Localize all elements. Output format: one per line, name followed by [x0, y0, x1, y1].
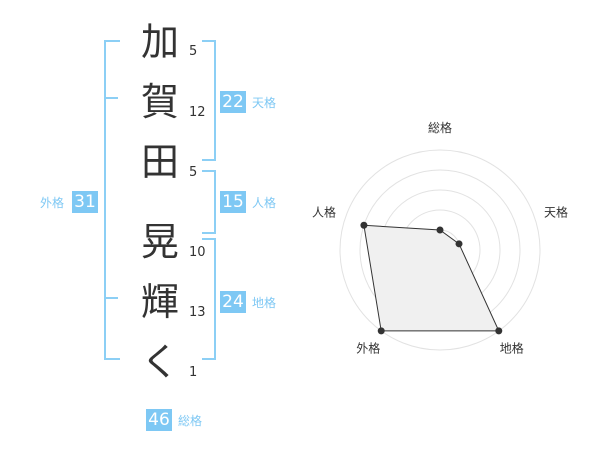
stroke-count-1: 5 [189, 44, 198, 59]
radar-point [495, 327, 503, 335]
radar-axis-label: 総格 [428, 120, 452, 135]
gaikaku-bracket [104, 40, 120, 360]
radar-point [455, 240, 463, 248]
name-char-6: く [140, 340, 179, 384]
chikaku-label: 地格 [252, 296, 277, 310]
gaikaku-badge: 31 [72, 191, 98, 213]
soukaku-badge: 46 [146, 409, 172, 431]
stroke-count-2: 12 [189, 105, 206, 120]
name-char-5: 輝 [140, 280, 179, 324]
radar-point [436, 226, 444, 234]
name-char-1: 加 [140, 20, 179, 64]
chikaku-badge: 24 [220, 291, 246, 313]
radar-ring [339, 149, 541, 351]
radar-series-area [363, 224, 500, 332]
tenkaku-badge: 22 [220, 91, 246, 113]
jinkaku-label: 人格 [252, 196, 277, 210]
tenkaku-label: 天格 [252, 96, 277, 110]
name-char-2: 賀 [140, 80, 179, 124]
radar-axis-label: 地格 [500, 341, 524, 356]
radar-axis-label: 天格 [544, 204, 568, 219]
radar-points [360, 221, 503, 335]
stroke-count-3: 5 [189, 165, 198, 180]
stroke-count-4: 10 [189, 245, 206, 260]
stroke-count-6: 1 [189, 365, 198, 380]
name-char-4: 晃 [140, 220, 179, 264]
radar-point [377, 327, 385, 335]
name-char-3: 田 [140, 140, 179, 184]
radar-axis-label: 外格 [356, 341, 380, 356]
gaikaku-bracket-tick [104, 97, 118, 99]
jinkaku-badge: 15 [220, 191, 246, 213]
radar-axis-label: 人格 [312, 204, 336, 219]
chikaku-bracket [202, 238, 216, 360]
soukaku-label: 総格 [178, 414, 203, 428]
gaikaku-label: 外格 [40, 196, 65, 210]
jinkaku-bracket [202, 170, 216, 234]
radar-point [360, 221, 368, 229]
gaikaku-bracket-tick [104, 297, 118, 299]
tenkaku-bracket [202, 40, 216, 161]
stroke-count-5: 13 [189, 305, 206, 320]
